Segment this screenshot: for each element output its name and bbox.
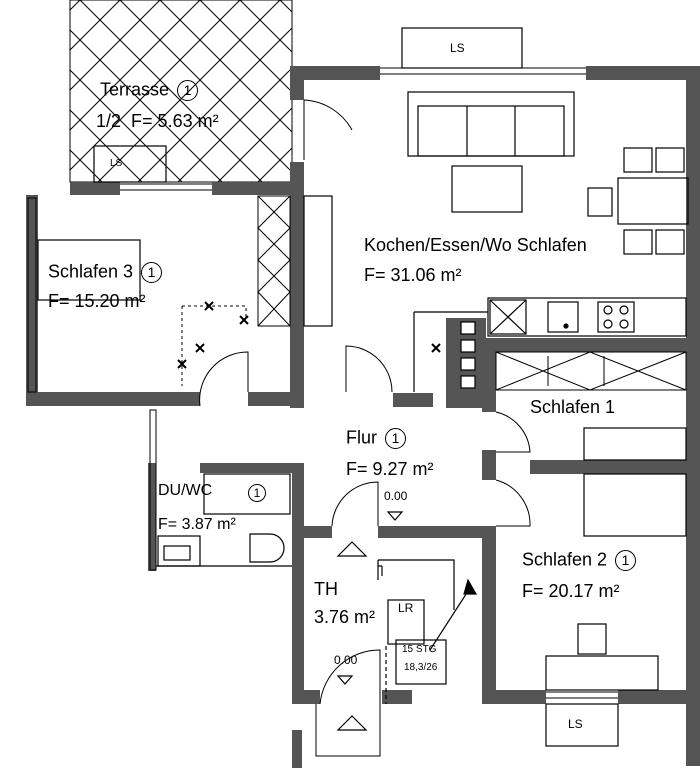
bed-s2 <box>545 473 687 691</box>
flur-level: 0.00 <box>384 489 408 503</box>
schlafen2-area: F= 20.17 m² <box>522 581 620 601</box>
sofa <box>407 91 575 157</box>
walls <box>26 66 700 768</box>
shutter-boxes <box>93 27 619 747</box>
wardrobe-s1 <box>495 351 687 391</box>
room-badge: 1 <box>141 262 163 283</box>
bed-s1 <box>583 427 687 461</box>
ls-label-bottom: LS <box>568 717 583 731</box>
coffee-table <box>451 165 523 213</box>
room-badge: 1 <box>385 428 406 449</box>
stairs-dim: 18,3/26 <box>404 662 438 673</box>
duwc-label: DU/WC <box>158 482 213 499</box>
room-badge: 1 <box>177 80 199 101</box>
staircase <box>377 559 478 704</box>
door-swings <box>199 99 531 705</box>
terrasse-area: 1/2 F= 5.63 m² <box>96 111 219 131</box>
flur-area: F= 9.27 m² <box>346 459 434 479</box>
room-badge: 1 <box>615 550 637 571</box>
kochen-label: Kochen/Essen/Wo Schlafen <box>364 235 587 255</box>
bed-s3 <box>37 239 141 301</box>
level-triangles <box>336 511 404 731</box>
chimney <box>460 321 476 389</box>
lift-label: LR <box>398 601 414 615</box>
schlafen1-label: Schlafen 1 <box>530 397 616 417</box>
electric-lines <box>181 305 247 386</box>
duwc-area: F= 3.87 m² <box>158 516 236 533</box>
wardrobe <box>303 195 333 327</box>
th-area: 3.76 m² <box>314 607 376 627</box>
duwc-badge: 1 <box>248 484 266 502</box>
wardrobe-s3 <box>257 195 291 327</box>
kochen-area: F= 31.06 m² <box>364 265 462 285</box>
dining-set <box>587 147 689 255</box>
stairs-count: 15 STG <box>402 644 437 655</box>
bathroom-fixtures <box>156 473 292 567</box>
th-label: TH <box>314 579 338 599</box>
entrance <box>315 704 381 757</box>
ls-label-terrace: LS <box>110 158 123 169</box>
electric-marks <box>177 301 441 369</box>
th-level: 0.00 <box>334 653 358 667</box>
ls-label-top: LS <box>450 41 465 55</box>
schlafen3-area: F= 15.20 m² <box>48 291 146 311</box>
kitchen-counter <box>413 297 687 392</box>
